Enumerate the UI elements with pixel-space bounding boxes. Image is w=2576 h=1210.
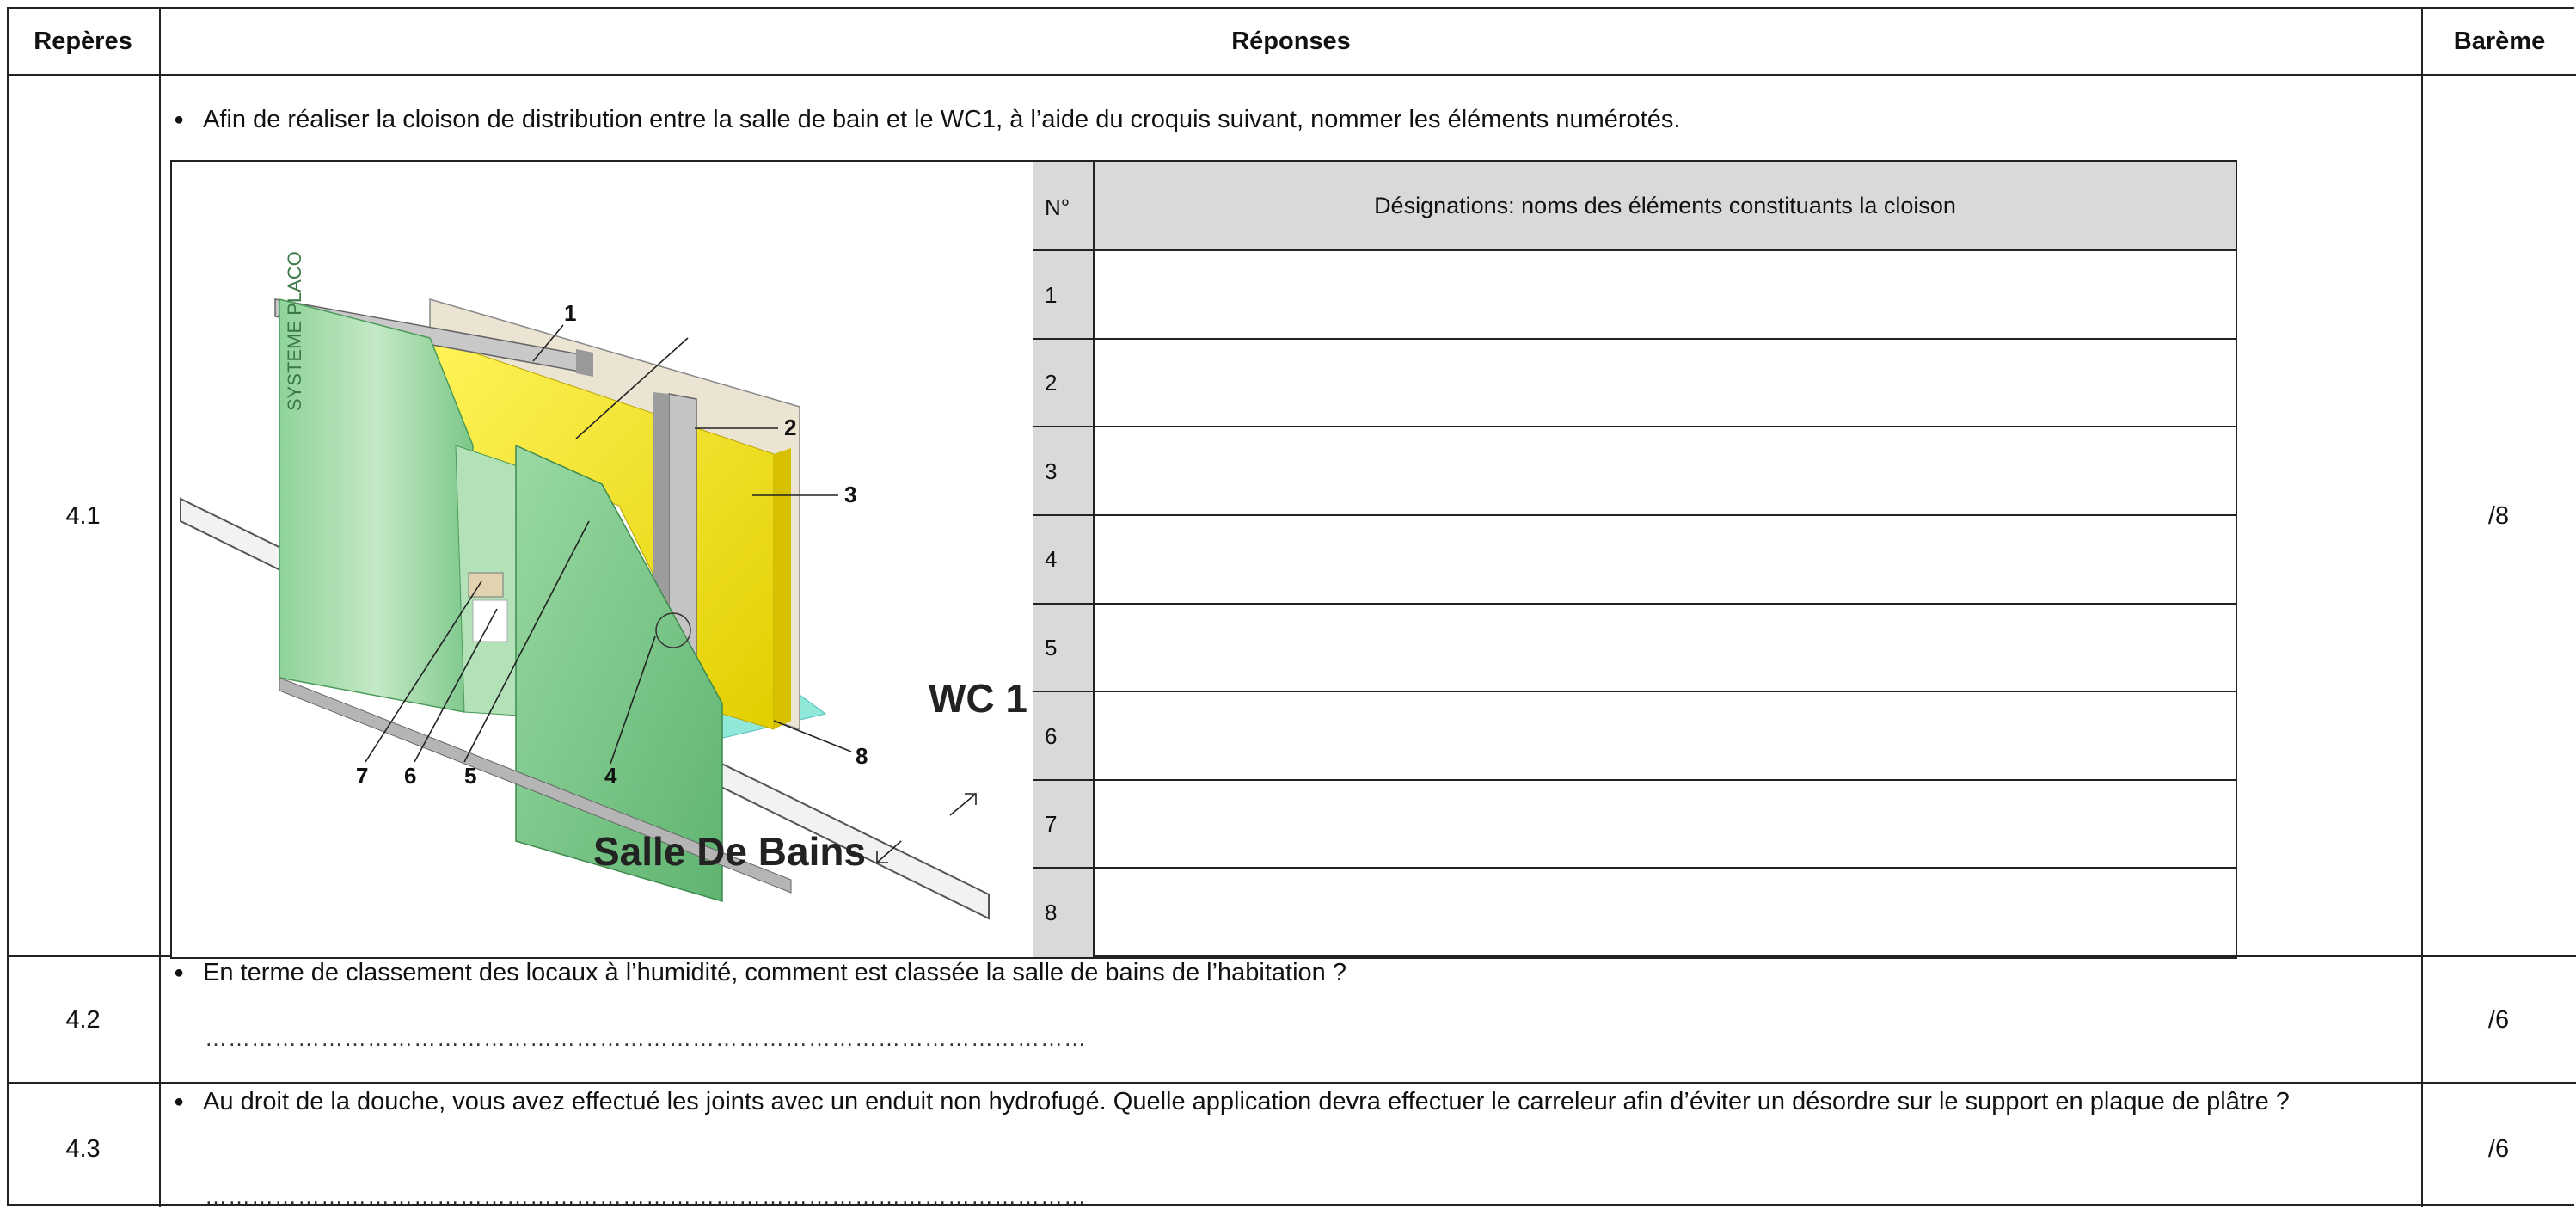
- rail-end: [576, 349, 593, 377]
- answer-field-3[interactable]: [1095, 427, 2236, 514]
- row-number-2: 2: [1045, 370, 1058, 396]
- answer-field-7[interactable]: [1095, 781, 2236, 867]
- answer-field-4[interactable]: [1095, 516, 2236, 603]
- row-divider: [7, 1082, 2576, 1084]
- col-desc-header: Désignations: noms des éléments constitu…: [1374, 193, 1956, 218]
- row-number-4: 4: [1045, 546, 1058, 572]
- col-n-header: N°: [1045, 194, 1070, 220]
- header-reponses: Réponses: [1231, 28, 1351, 55]
- answer-field-8[interactable]: [1095, 869, 2236, 955]
- bullet-icon: ●: [174, 110, 185, 129]
- table-frame: [7, 7, 2574, 1206]
- score-4-2: /6: [2487, 1006, 2510, 1034]
- row-number-3: 3: [1045, 458, 1058, 484]
- room-label-wc: WC 1: [929, 676, 1027, 721]
- bullet-icon: ●: [174, 1092, 185, 1111]
- table-row-divider: [1033, 338, 2236, 340]
- callout-6: 6: [404, 763, 416, 789]
- bottom-rail: [279, 677, 792, 894]
- callout-8: 8: [856, 743, 868, 769]
- answer-line-4-2[interactable]: ……………………………………………………………………………………………………: [205, 1025, 1087, 1051]
- table-row-divider: [1033, 867, 2236, 869]
- row-id-4-3: 4.3: [65, 1135, 101, 1163]
- row-number-5: 5: [1045, 635, 1058, 660]
- answer-field-5[interactable]: [1095, 605, 2236, 691]
- question-4-3: ● Au droit de la douche, vous avez effect…: [174, 1085, 2392, 1118]
- row-number-1: 1: [1045, 282, 1058, 308]
- score-4-1: /8: [2487, 502, 2510, 530]
- number-column: [1033, 162, 1095, 957]
- table-row-divider: [1033, 249, 2236, 251]
- row-number-7: 7: [1045, 811, 1058, 837]
- table-row-divider: [1033, 779, 2236, 781]
- answer-field-2[interactable]: [1095, 340, 2236, 426]
- answer-field-6[interactable]: [1095, 692, 2236, 779]
- callout-2: 2: [784, 415, 796, 440]
- row-id-4-1: 4.1: [65, 502, 101, 530]
- col-divider: [159, 7, 161, 1207]
- arrow-sdb: [876, 851, 888, 863]
- table-row-divider: [1033, 514, 2236, 516]
- table-row-divider: [1033, 603, 2236, 605]
- insulation-edge: [774, 448, 791, 729]
- header-reperes: Repères: [34, 28, 132, 55]
- question-text: En terme de classement des locaux à l’hu…: [203, 959, 1346, 986]
- callout-5: 5: [464, 763, 476, 789]
- callout-7: 7: [356, 763, 368, 789]
- question-text: Au droit de la douche, vous avez effectu…: [203, 1088, 2290, 1115]
- brand-label: SYSTEME PLACO: [284, 251, 305, 411]
- row-id-4-2: 4.2: [65, 1006, 101, 1034]
- room-label-sdb: Salle De Bains: [593, 829, 866, 874]
- answer-line-4-3[interactable]: ……………………………………………………………………………………………………: [205, 1183, 1087, 1209]
- table-row-divider: [1033, 426, 2236, 427]
- table-row-divider: [1033, 691, 2236, 692]
- question-4-1: ● Afin de réaliser la cloison de distribu…: [174, 103, 2392, 136]
- answer-table: N° Désignations: noms des éléments const…: [1033, 160, 2237, 959]
- screw-circle: [655, 612, 691, 648]
- question-text: Afin de réaliser la cloison de distribut…: [203, 106, 1681, 133]
- score-4-3: /6: [2487, 1135, 2510, 1163]
- callout-1: 1: [564, 300, 576, 326]
- table-header: [1095, 162, 2236, 251]
- partition-sketch: SYSTEME PLACO 1 2 3 4 5: [170, 160, 1036, 959]
- row-divider: [7, 955, 2576, 957]
- row-number-8: 8: [1045, 900, 1058, 925]
- arrow-wc: [965, 793, 977, 805]
- header-bareme: Barème: [2453, 28, 2546, 55]
- row-number-6: 6: [1045, 723, 1058, 749]
- question-4-2: ● En terme de classement des locaux à l’h…: [174, 956, 2392, 989]
- answer-field-1[interactable]: [1095, 251, 2236, 338]
- callout-4: 4: [604, 763, 617, 789]
- col-divider: [2421, 7, 2423, 1207]
- callout-3: 3: [844, 482, 856, 507]
- partition-illustration: SYSTEME PLACO 1 2 3 4 5: [180, 251, 1027, 920]
- bullet-icon: ●: [174, 963, 185, 982]
- row-divider: [7, 74, 2576, 76]
